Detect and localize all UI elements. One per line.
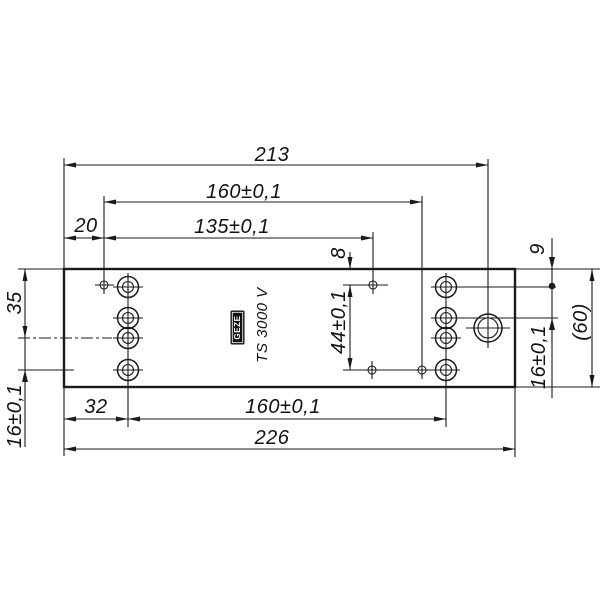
dim-label-160-bottom: 160±0,1 — [245, 396, 321, 418]
mounting-hole-outer — [434, 275, 458, 299]
pilot-hole — [367, 365, 377, 375]
dim-label-60: (60) — [570, 303, 592, 341]
dim-label-20: 20 — [73, 215, 97, 237]
spindle-hole — [473, 313, 503, 343]
pilot-hole — [417, 365, 427, 375]
mounting-hole-outer — [116, 358, 140, 382]
mounting-hole-inner — [121, 311, 135, 325]
holes — [99, 275, 503, 382]
geze-logo-frame — [231, 311, 244, 344]
mounting-hole-outer — [116, 326, 140, 350]
dim-label-160-top: 160±0,1 — [206, 181, 282, 203]
arrowhead-up — [22, 370, 28, 382]
dim-label-35: 35 — [4, 291, 26, 315]
mounting-hole-inner — [439, 331, 453, 345]
mounting-plate-outline — [62, 267, 517, 389]
dim-label-226: 226 — [254, 427, 290, 449]
pilot-holes — [99, 280, 427, 375]
mounting-hole-outer — [116, 306, 140, 330]
dimension-lines — [22, 162, 595, 452]
dim-label-213: 213 — [254, 144, 290, 166]
mounting-hole-outer — [434, 326, 458, 350]
dim-label-8: 8 — [328, 247, 350, 259]
mounting-hole-inner — [439, 363, 453, 377]
dim-label-135: 135±0,1 — [194, 216, 270, 238]
pilot-hole — [99, 280, 109, 290]
plate-model-label: TS 3000 V — [254, 286, 271, 363]
arrowhead-down — [549, 257, 555, 269]
dim-label-9: 9 — [527, 243, 549, 255]
spindle-hole-inner — [477, 317, 499, 339]
geze-logo-badge — [230, 310, 245, 345]
mounting-hole-outer — [116, 275, 140, 299]
mounting-hole-inner — [121, 280, 135, 294]
mounting-hole-column-right — [434, 275, 458, 382]
geze-logo-text: GEZE — [233, 315, 242, 339]
plate-markings: GEZE TS 3000 V — [230, 286, 271, 363]
spindle-hole-outer — [473, 313, 503, 343]
dim-label-32: 32 — [84, 396, 107, 418]
dim-label-16-right: 16±0,1 — [528, 325, 550, 389]
arrowhead-up — [549, 318, 555, 330]
mounting-hole-inner — [439, 280, 453, 294]
mounting-hole-inner — [121, 331, 135, 345]
mounting-hole-inner — [121, 363, 135, 377]
mounting-hole-outer — [434, 306, 458, 330]
pilot-hole — [368, 280, 378, 290]
mounting-hole-column-left — [116, 275, 140, 382]
mounting-hole-inner — [439, 311, 453, 325]
dim-label-44: 44±0,1 — [328, 290, 350, 354]
dim-label-16-left: 16±0,1 — [4, 384, 26, 448]
dimension-dot — [548, 282, 556, 290]
dimension-labels: 213 160±0,1 20 135±0,1 8 44±0,1 9 16±0,1… — [4, 144, 592, 449]
mounting-hole-outer — [434, 358, 458, 382]
